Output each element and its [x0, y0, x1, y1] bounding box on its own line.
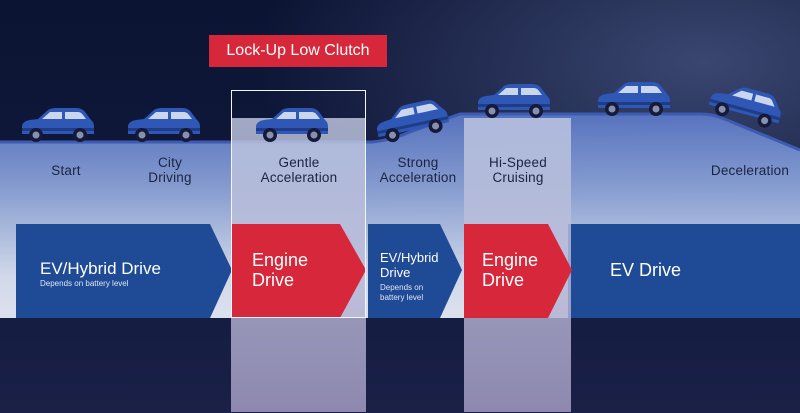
lock-up-low-clutch-badge: Lock-Up Low Clutch	[209, 35, 387, 67]
suv-car-icon	[702, 75, 788, 136]
drive-sub-ev-hybrid-2: Depends on battery level	[380, 283, 424, 302]
suv-car-icon	[124, 104, 202, 146]
drive-band-ev-drive	[568, 224, 800, 318]
drive-band-ev-hybrid-1	[16, 224, 232, 318]
stage-label-city-driving: City Driving	[148, 155, 192, 185]
drive-title-ev-drive: EV Drive	[610, 260, 682, 280]
drive-band-ev-hybrid-2	[368, 224, 462, 318]
drive-title-engine-2: Engine Drive	[482, 250, 539, 290]
stage-label-hi-speed-cruising: Hi-Speed Cruising	[489, 155, 547, 185]
drive-title-ev-hybrid-1: EV/Hybrid Drive	[40, 259, 161, 278]
suv-car-icon	[252, 104, 330, 146]
stage-label-start: Start	[51, 163, 81, 178]
suv-car-icon	[594, 78, 672, 120]
stage-label-deceleration: Deceleration	[710, 163, 790, 178]
drive-band-engine-2	[464, 224, 572, 318]
stage-label-gentle-acceleration: Gentle Acceleration	[260, 155, 338, 185]
suv-car-icon	[474, 80, 552, 122]
lock-up-highlight-frame	[231, 90, 366, 318]
drive-title-engine-1: Engine Drive	[252, 250, 309, 290]
drive-sub-ev-hybrid-1: Depends on battery level	[40, 279, 129, 288]
suv-car-icon	[18, 104, 96, 146]
drive-title-ev-hybrid-2: EV/Hybrid Drive	[380, 250, 439, 280]
stage-label-strong-acceleration: Strong Acceleration	[379, 155, 457, 185]
suv-car-icon	[368, 92, 453, 149]
drive-band-engine-1	[232, 224, 366, 318]
